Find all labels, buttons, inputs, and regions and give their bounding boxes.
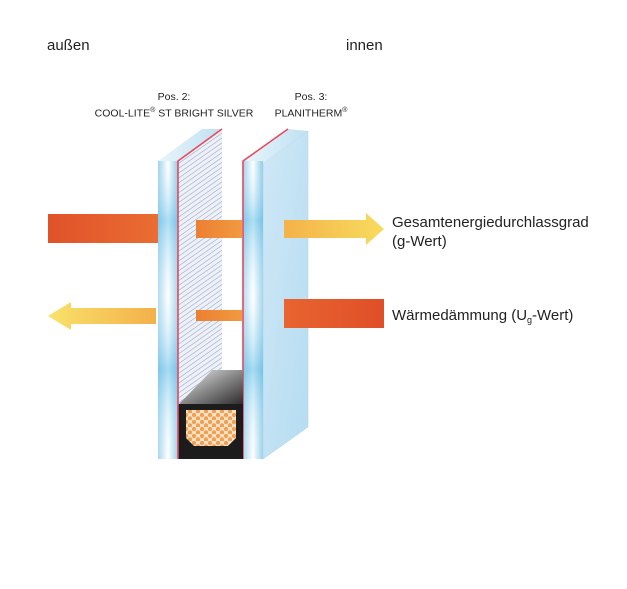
outer-pane-edge-shine [158,161,178,459]
inner-pane-edge-shine [243,161,263,459]
position-2-product: COOL-LITE® ST BRIGHT SILVER [94,107,254,120]
outer-pane-coated-face [178,129,222,405]
spacer-top-bevel [178,370,243,405]
heat-gap-bar [196,310,242,321]
solar-gap-bar [196,220,242,238]
heat-room-bar [284,299,384,328]
pos3-coating-line [242,128,289,459]
solar-incoming-bar [48,214,158,243]
inner-pane-top [243,129,308,163]
inside-label: innen [346,37,383,54]
position-2-label: Pos. 2: COOL-LITE® ST BRIGHT SILVER [84,91,264,121]
position-3-label: Pos. 3: PLANITHERM® [272,91,350,121]
position-2-title: Pos. 2: [157,91,191,103]
inner-pane-face [262,130,309,460]
position-3-product: PLANITHERM® [274,107,348,120]
heat-loss-arrow [48,302,156,330]
solar-transmitted-arrow [284,213,384,245]
position-3-title: Pos. 3: [294,91,328,103]
pos2-coating-line [177,128,223,459]
u-value-label: Wärmedämmung (Ug-Wert) [392,307,574,325]
outer-pane-top [158,129,222,161]
g-value-label: Gesamtenergiedurchlassgrad (g-Wert) [392,214,589,250]
desiccant-fill [186,410,236,446]
outside-label: außen [47,37,90,54]
